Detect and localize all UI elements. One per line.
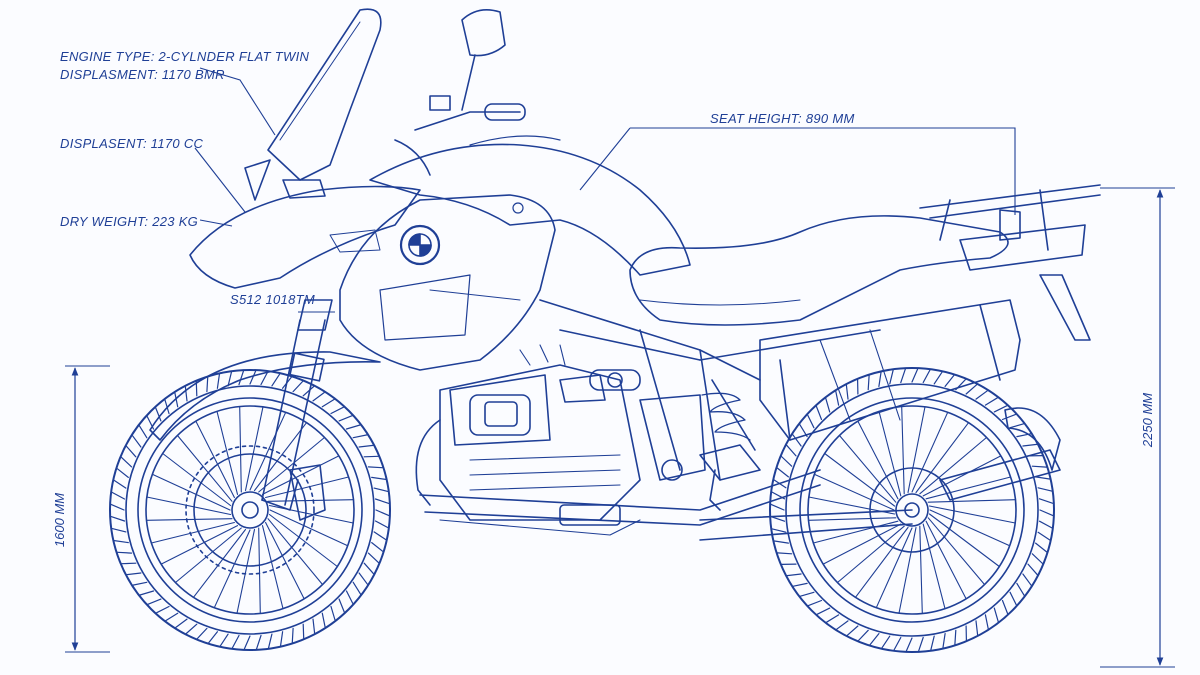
bmw-roundel-icon xyxy=(399,224,441,266)
label-rear-height: 2250 MM xyxy=(1140,393,1155,448)
leader-dry-weight xyxy=(199,219,233,227)
gearbox xyxy=(639,394,761,511)
brake-caliper xyxy=(289,464,326,521)
rear-wheel xyxy=(769,367,1055,653)
label-model-code: S512 1018TM xyxy=(230,292,315,307)
label-seat-height: SEAT HEIGHT: 890 MM xyxy=(710,111,855,126)
frame xyxy=(539,299,881,481)
fuel-tank xyxy=(369,143,691,276)
engine-block xyxy=(415,344,641,521)
tank-side-panel xyxy=(339,194,556,371)
exhaust-muffler xyxy=(759,299,1021,441)
front-fender xyxy=(149,351,381,441)
label-displacement-bmr: DISPLASMENT: 1170 BMR xyxy=(60,67,225,82)
label-front-height: 1600 MM xyxy=(52,493,67,547)
luggage-rack xyxy=(919,184,1101,341)
front-beak xyxy=(189,185,421,289)
leader-displacement xyxy=(194,147,246,213)
mirror xyxy=(461,9,506,111)
handlebar xyxy=(394,95,526,176)
windshield xyxy=(267,8,382,181)
front-fork xyxy=(261,299,333,511)
seat-height-dimension xyxy=(630,127,1016,215)
front-wheel xyxy=(109,369,391,651)
leader-seat-height xyxy=(579,127,631,191)
leader-engine-type xyxy=(199,67,276,136)
rear-fender xyxy=(1004,407,1061,471)
rear-shock xyxy=(701,379,756,451)
seat xyxy=(629,215,1009,326)
swingarm xyxy=(699,449,1061,541)
label-engine-type: ENGINE TYPE: 2-CYLNDER FLAT TWIN xyxy=(60,49,309,64)
exhaust-header xyxy=(419,469,821,536)
label-displacement-cc: DISPLASENT: 1170 CC xyxy=(60,136,204,151)
label-dry-weight: DRY WEIGHT: 223 KG xyxy=(60,214,198,229)
